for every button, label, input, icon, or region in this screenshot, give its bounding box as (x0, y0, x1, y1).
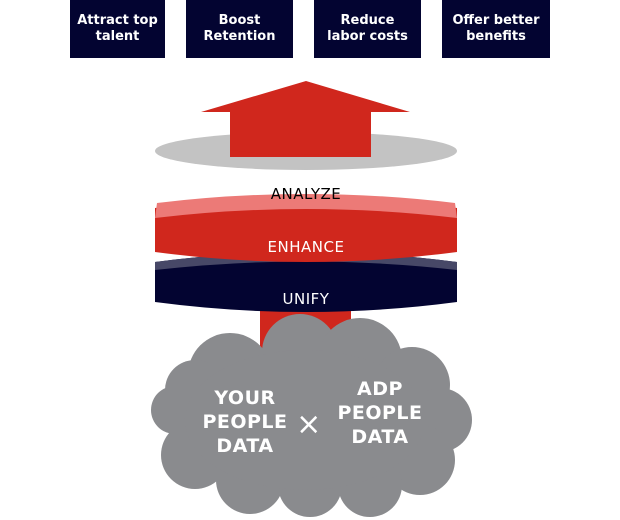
goal-label: Offer better benefits (452, 13, 540, 44)
goal-offer-better-benefits: Offer better benefits (442, 0, 550, 58)
goal-boost-retention: Boost Retention (186, 0, 293, 58)
cloud-label-your-data: YOUR PEOPLE DATA (202, 387, 288, 457)
goal-label: Reduce labor costs (327, 13, 408, 44)
data-cloud (151, 314, 472, 517)
layer-label-enhance: ENHANCE (267, 238, 345, 256)
goal-reduce-labor-costs: Reduce labor costs (314, 0, 421, 58)
goal-label: Boost Retention (203, 13, 276, 44)
layer-label-analyze: ANALYZE (270, 185, 342, 203)
layer-label-unify: UNIFY (282, 290, 330, 308)
enhance-layer (155, 198, 457, 262)
goal-label: Attract top talent (77, 13, 158, 44)
cloud-label-adp-data: ADP PEOPLE DATA (337, 378, 423, 448)
unify-layer (155, 252, 457, 312)
goal-attract-top-talent: Attract top talent (70, 0, 165, 58)
multiply-icon: × (296, 407, 322, 442)
up-arrow-icon (201, 81, 410, 157)
